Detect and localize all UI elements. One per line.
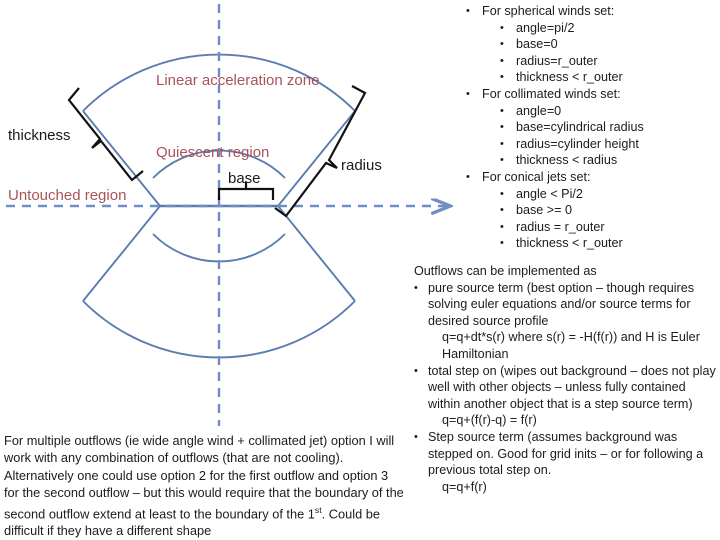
bullet-dot-icon: • [500, 137, 504, 150]
bullet-dot-icon: • [500, 104, 504, 117]
bullet-dot-icon: • [414, 281, 418, 294]
outflow-item-label: total step on (wipes out background – do… [428, 363, 716, 411]
lower-right-edge [277, 205, 356, 302]
outflow-geometry-diagram: Linear acceleration zone Quiescent regio… [6, 4, 470, 426]
parameter-group-heading-label: For conical jets set: [482, 169, 591, 184]
parameter-item-label: angle=0 [516, 103, 562, 118]
parameter-item: • angle=0 [500, 103, 716, 120]
parameter-group-heading: • For conical jets set: [466, 169, 716, 186]
bullet-dot-icon: • [500, 237, 504, 250]
upper-right-edge [277, 110, 356, 207]
parameter-item-label: base=cylindrical radius [516, 120, 644, 135]
parameter-item: • radius=cylinder height [500, 136, 716, 153]
bullet-dot-icon: • [414, 430, 418, 443]
bullet-dot-icon: • [500, 121, 504, 134]
parameter-group-heading-label: For spherical winds set: [482, 4, 615, 18]
bullet-dot-icon: • [466, 170, 470, 183]
upper-left-edge [82, 110, 161, 207]
bullet-dot-icon: • [500, 71, 504, 84]
parameters-bullet-list: • For spherical winds set: • angle=pi/2 • bas… [432, 3, 716, 252]
outflows-bullet-list: Outflows can be implemented as • pure sou… [414, 263, 716, 495]
parameter-item-label: base >= 0 [516, 203, 573, 218]
label-quiescent-region: Quiescent region [156, 144, 270, 161]
bullet-dot-icon: • [500, 21, 504, 34]
multiple-outflows-superscript: st [314, 504, 322, 515]
parameter-item: • base=cylindrical radius [500, 119, 716, 136]
parameter-item: • thickness < r_outer [500, 69, 716, 86]
bullet-dot-icon: • [466, 5, 470, 17]
outflow-item: • pure source term (best option – though … [414, 280, 716, 330]
bullet-dot-icon: • [500, 187, 504, 200]
base-brace [217, 182, 275, 200]
label-radius: radius [341, 157, 382, 174]
outflow-item-label: pure source term (best option – though r… [428, 280, 695, 328]
multiple-outflows-text-part2: . Could be difficult if they have a diff… [4, 505, 381, 539]
parameter-item-label: angle < Pi/2 [516, 186, 583, 201]
multiple-outflows-paragraph: For multiple outflows (ie wide angle win… [4, 432, 404, 540]
outflows-intro-text: Outflows can be implemented as [414, 264, 597, 278]
bullet-dot-icon: • [500, 204, 504, 217]
outflow-item-equation: q=q+dt*s(r) where s(r) = -H(f(r)) and H … [442, 330, 700, 361]
bullet-dot-icon: • [500, 154, 504, 167]
lower-left-edge [82, 205, 161, 302]
bullet-dot-icon: • [500, 38, 504, 51]
parameter-item: • angle < Pi/2 [500, 186, 716, 203]
parameter-group-heading-label: For collimated winds set: [482, 86, 621, 101]
parameter-item: • base >= 0 [500, 202, 716, 219]
parameter-item-label: thickness < r_outer [516, 236, 623, 251]
parameter-item-label: base=0 [516, 37, 558, 52]
outflow-item-equation: q=q+f(r) [442, 479, 487, 494]
parameter-item: • radius = r_outer [500, 219, 716, 236]
parameter-item-label: angle=pi/2 [516, 20, 575, 35]
parameter-item: • thickness < radius [500, 152, 716, 169]
radius-brace [274, 85, 367, 218]
outflow-item-label: Step source term (assumes background was… [428, 429, 704, 478]
bullet-dot-icon: • [466, 87, 470, 100]
bullet-dot-icon: • [500, 220, 504, 233]
outflows-items: • pure source term (best option – though … [414, 280, 716, 496]
parameter-item: • radius=r_outer [500, 53, 716, 70]
outflow-item: • total step on (wipes out background – d… [414, 363, 716, 413]
parameter-item: • base=0 [500, 36, 716, 53]
bullet-dot-icon: • [500, 54, 504, 67]
outflow-item-equation: q=q+(f(r)-q) = f(r) [442, 413, 537, 428]
parameter-item: • thickness < r_outer [500, 235, 716, 252]
parameter-item-label: radius = r_outer [516, 219, 605, 234]
outflow-item: • Step source term (assumes background wa… [414, 429, 716, 479]
parameter-group-heading: • For collimated winds set: [466, 86, 716, 103]
label-untouched-region: Untouched region [8, 187, 127, 204]
parameters-list: • For spherical winds set: • angle=pi/2 • bas… [432, 3, 716, 252]
parameter-item-label: thickness < radius [516, 153, 618, 168]
parameter-item-label: radius=r_outer [516, 53, 598, 68]
label-thickness: thickness [8, 127, 71, 144]
parameter-item: • angle=pi/2 [500, 20, 716, 37]
thickness-brace [67, 87, 144, 182]
axis-lines [6, 4, 448, 426]
bullet-dot-icon: • [414, 364, 418, 377]
parameter-item-label: thickness < r_outer [516, 70, 623, 85]
parameter-group-heading: • For spherical winds set: [466, 3, 716, 20]
parameter-item-label: radius=cylinder height [516, 136, 639, 151]
multiple-outflows-text-part1: For multiple outflows (ie wide angle win… [4, 433, 404, 521]
label-linear-acceleration-zone: Linear acceleration zone [156, 72, 320, 89]
label-base: base [228, 170, 261, 187]
